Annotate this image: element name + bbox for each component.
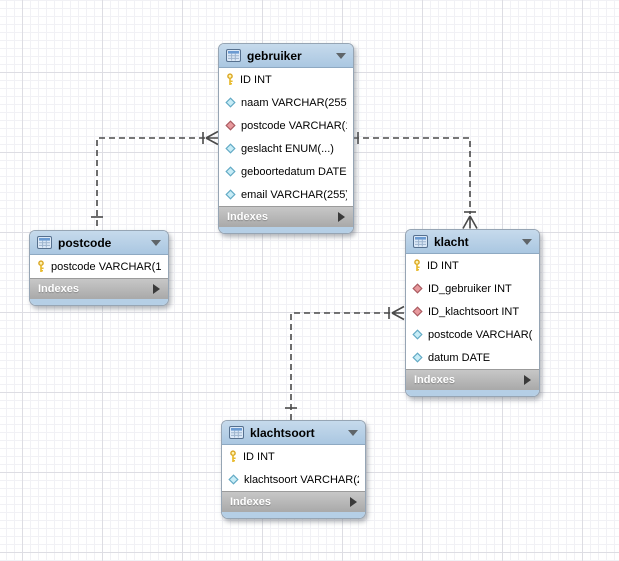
chevron-down-icon[interactable]: [522, 238, 532, 245]
primary-key-icon: [412, 259, 422, 272]
table-title: gebruiker: [247, 48, 302, 63]
primary-key-icon: [225, 73, 235, 86]
table-icon: [229, 426, 244, 439]
table-header[interactable]: klacht: [406, 230, 539, 254]
column-row[interactable]: klachtsoort VARCHAR(25...: [222, 468, 365, 491]
indexes-bar[interactable]: Indexes: [30, 278, 168, 299]
primary-key-icon: [36, 260, 46, 273]
column-icon: [412, 352, 423, 363]
table-icon: [37, 236, 52, 249]
column-row[interactable]: postcode VARCHAR(1...: [30, 255, 168, 278]
relationship-postcode-gebruiker: [91, 130, 219, 229]
indexes-bar[interactable]: Indexes: [219, 206, 353, 227]
column-icon: [225, 143, 236, 154]
column-icon: [228, 474, 239, 485]
column-row[interactable]: naam VARCHAR(255): [219, 91, 353, 114]
indexes-bar[interactable]: Indexes: [406, 369, 539, 390]
indexes-label: Indexes: [414, 374, 455, 386]
column-text: ID INT: [427, 259, 459, 272]
indexes-label: Indexes: [38, 283, 79, 295]
column-icon: [225, 97, 236, 108]
table-bottom-edge: [222, 512, 365, 518]
column-row[interactable]: ID INT: [406, 254, 539, 277]
chevron-down-icon[interactable]: [151, 239, 161, 246]
chevron-down-icon[interactable]: [348, 429, 358, 436]
column-text: ID INT: [240, 73, 272, 86]
column-text: ID_klachtsoort INT: [428, 305, 520, 318]
relationship-gebruiker-klacht: [353, 132, 478, 229]
column-text: ID INT: [243, 450, 275, 463]
column-icon: [225, 166, 236, 177]
column-text: geboortedatum DATE: [241, 165, 347, 178]
expand-arrow-icon: [524, 375, 531, 385]
column-text: naam VARCHAR(255): [241, 96, 347, 109]
table-bottom-edge: [219, 227, 353, 233]
column-row[interactable]: geslacht ENUM(...): [219, 137, 353, 160]
expand-arrow-icon: [338, 212, 345, 222]
foreign-key-icon: [412, 283, 423, 294]
table-header[interactable]: klachtsoort: [222, 421, 365, 445]
column-row[interactable]: ID INT: [222, 445, 365, 468]
column-row[interactable]: ID_klachtsoort INT: [406, 300, 539, 323]
table-title: klachtsoort: [250, 425, 315, 440]
indexes-label: Indexes: [230, 496, 271, 508]
table-gebruiker[interactable]: gebruiker ID INT naam VARCHAR(255) postcod…: [218, 43, 354, 234]
column-text: email VARCHAR(255): [241, 188, 347, 201]
table-postcode[interactable]: postcode postcode VARCHAR(1... Indexes: [29, 230, 169, 306]
table-klacht[interactable]: klacht ID INT ID_gebruiker INT ID_klachtso…: [405, 229, 540, 397]
column-list: ID INT ID_gebruiker INT ID_klachtsoort INT…: [406, 254, 539, 369]
column-row[interactable]: postcode VARCHAR(1...: [406, 323, 539, 346]
column-text: ID_gebruiker INT: [428, 282, 512, 295]
column-row[interactable]: geboortedatum DATE: [219, 160, 353, 183]
column-text: postcode VARCHAR(1...: [241, 119, 347, 132]
foreign-key-icon: [225, 120, 236, 131]
chevron-down-icon[interactable]: [336, 52, 346, 59]
column-list: ID INT klachtsoort VARCHAR(25...: [222, 445, 365, 491]
column-text: klachtsoort VARCHAR(25...: [244, 473, 359, 486]
expand-arrow-icon: [153, 284, 160, 294]
column-row[interactable]: postcode VARCHAR(1...: [219, 114, 353, 137]
primary-key-icon: [228, 450, 238, 463]
table-header[interactable]: postcode: [30, 231, 168, 255]
column-text: geslacht ENUM(...): [241, 142, 334, 155]
column-icon: [225, 189, 236, 200]
table-header[interactable]: gebruiker: [219, 44, 353, 68]
table-bottom-edge: [30, 299, 168, 305]
column-row[interactable]: email VARCHAR(255): [219, 183, 353, 206]
column-text: postcode VARCHAR(1...: [428, 328, 533, 341]
table-bottom-edge: [406, 390, 539, 396]
column-row[interactable]: ID_gebruiker INT: [406, 277, 539, 300]
indexes-bar[interactable]: Indexes: [222, 491, 365, 512]
table-icon: [226, 49, 241, 62]
column-text: datum DATE: [428, 351, 491, 364]
relationship-klachtsoort-klacht: [285, 305, 405, 420]
foreign-key-icon: [412, 306, 423, 317]
column-list: postcode VARCHAR(1...: [30, 255, 168, 278]
table-title: klacht: [434, 234, 469, 249]
column-icon: [412, 329, 423, 340]
table-title: postcode: [58, 235, 112, 250]
indexes-label: Indexes: [227, 211, 268, 223]
expand-arrow-icon: [350, 497, 357, 507]
table-icon: [413, 235, 428, 248]
column-row[interactable]: datum DATE: [406, 346, 539, 369]
column-text: postcode VARCHAR(1...: [51, 260, 162, 273]
table-klachtsoort[interactable]: klachtsoort ID INT klachtsoort VARCHAR(25…: [221, 420, 366, 519]
column-row[interactable]: ID INT: [219, 68, 353, 91]
column-list: ID INT naam VARCHAR(255) postcode VARCHAR(…: [219, 68, 353, 206]
